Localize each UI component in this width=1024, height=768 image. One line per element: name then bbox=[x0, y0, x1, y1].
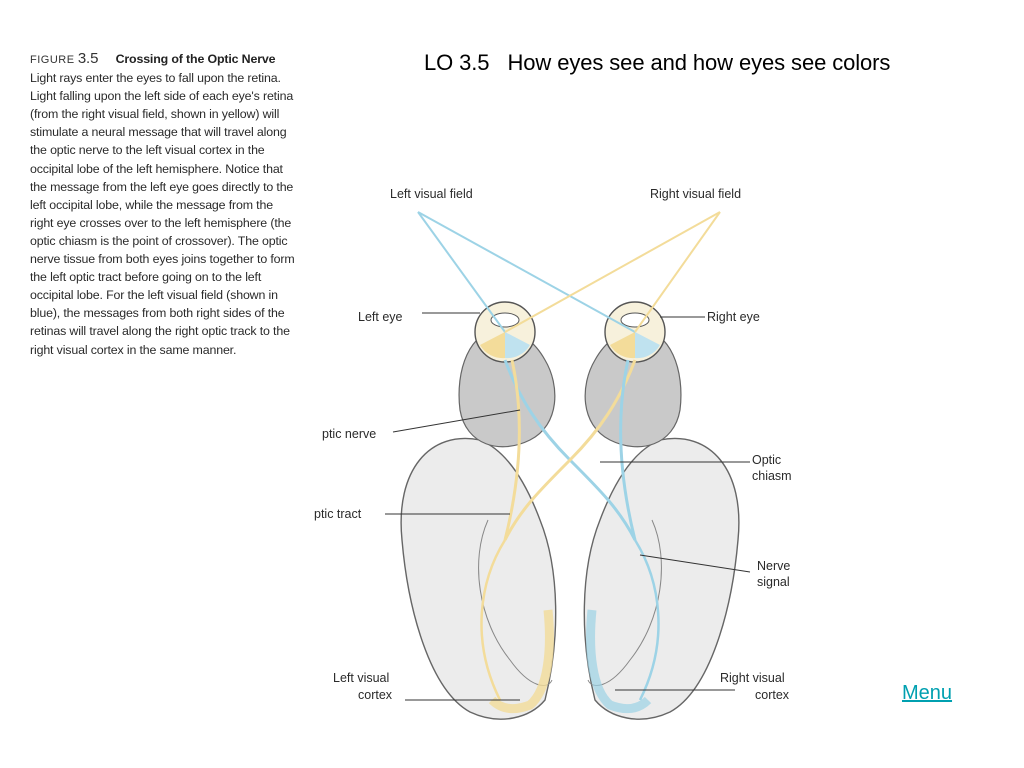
figure-word: FIGURE bbox=[30, 54, 75, 66]
label-nerve-signal-line2: signal bbox=[757, 575, 790, 589]
right-frontal-lobe bbox=[584, 329, 682, 448]
figure-heading: Crossing of the Optic Nerve bbox=[115, 52, 276, 66]
label-left-eye: Left eye bbox=[358, 310, 403, 324]
label-nerve-signal-line1: Nerve bbox=[757, 559, 790, 573]
right-visual-cortex-band bbox=[586, 609, 652, 714]
label-optic-tract: ptic tract bbox=[314, 507, 362, 521]
menu-link[interactable]: Menu bbox=[902, 682, 953, 704]
label-optic-chiasm-line1: Optic bbox=[752, 453, 781, 467]
figure-caption: FIGURE 3.5 Crossing of the Optic Nerve L… bbox=[30, 50, 295, 359]
label-left-visual-field: Left visual field bbox=[390, 187, 473, 201]
left-frontal-lobe bbox=[458, 329, 556, 448]
figure-body: Light rays enter the eyes to fall upon t… bbox=[30, 71, 295, 357]
leader-lines bbox=[385, 312, 751, 701]
optic-nerve-diagram: Left visual field Right visual field Lef… bbox=[314, 187, 792, 720]
left-hemisphere-outline bbox=[400, 437, 557, 720]
label-left-visual-cortex-line1: Left visual bbox=[333, 671, 389, 685]
label-optic-nerve: ptic nerve bbox=[322, 427, 376, 441]
label-right-visual-cortex-line2: cortex bbox=[755, 688, 790, 702]
label-left-visual-cortex-line2: cortex bbox=[358, 688, 393, 702]
figure-number: 3.5 bbox=[77, 50, 99, 67]
label-optic-chiasm-line2: chiasm bbox=[752, 469, 792, 483]
left-visual-cortex-band bbox=[488, 609, 554, 714]
label-right-visual-field: Right visual field bbox=[650, 187, 741, 201]
light-rays bbox=[417, 211, 721, 333]
slide-title: LO 3.5 How eyes see and how eyes see col… bbox=[424, 50, 891, 75]
left-eye-shape bbox=[474, 301, 536, 363]
label-right-eye: Right eye bbox=[707, 310, 760, 324]
right-hemisphere-outline bbox=[583, 437, 740, 720]
label-right-visual-cortex-line1: Right visual bbox=[720, 671, 785, 685]
brain-illustration bbox=[400, 329, 740, 720]
